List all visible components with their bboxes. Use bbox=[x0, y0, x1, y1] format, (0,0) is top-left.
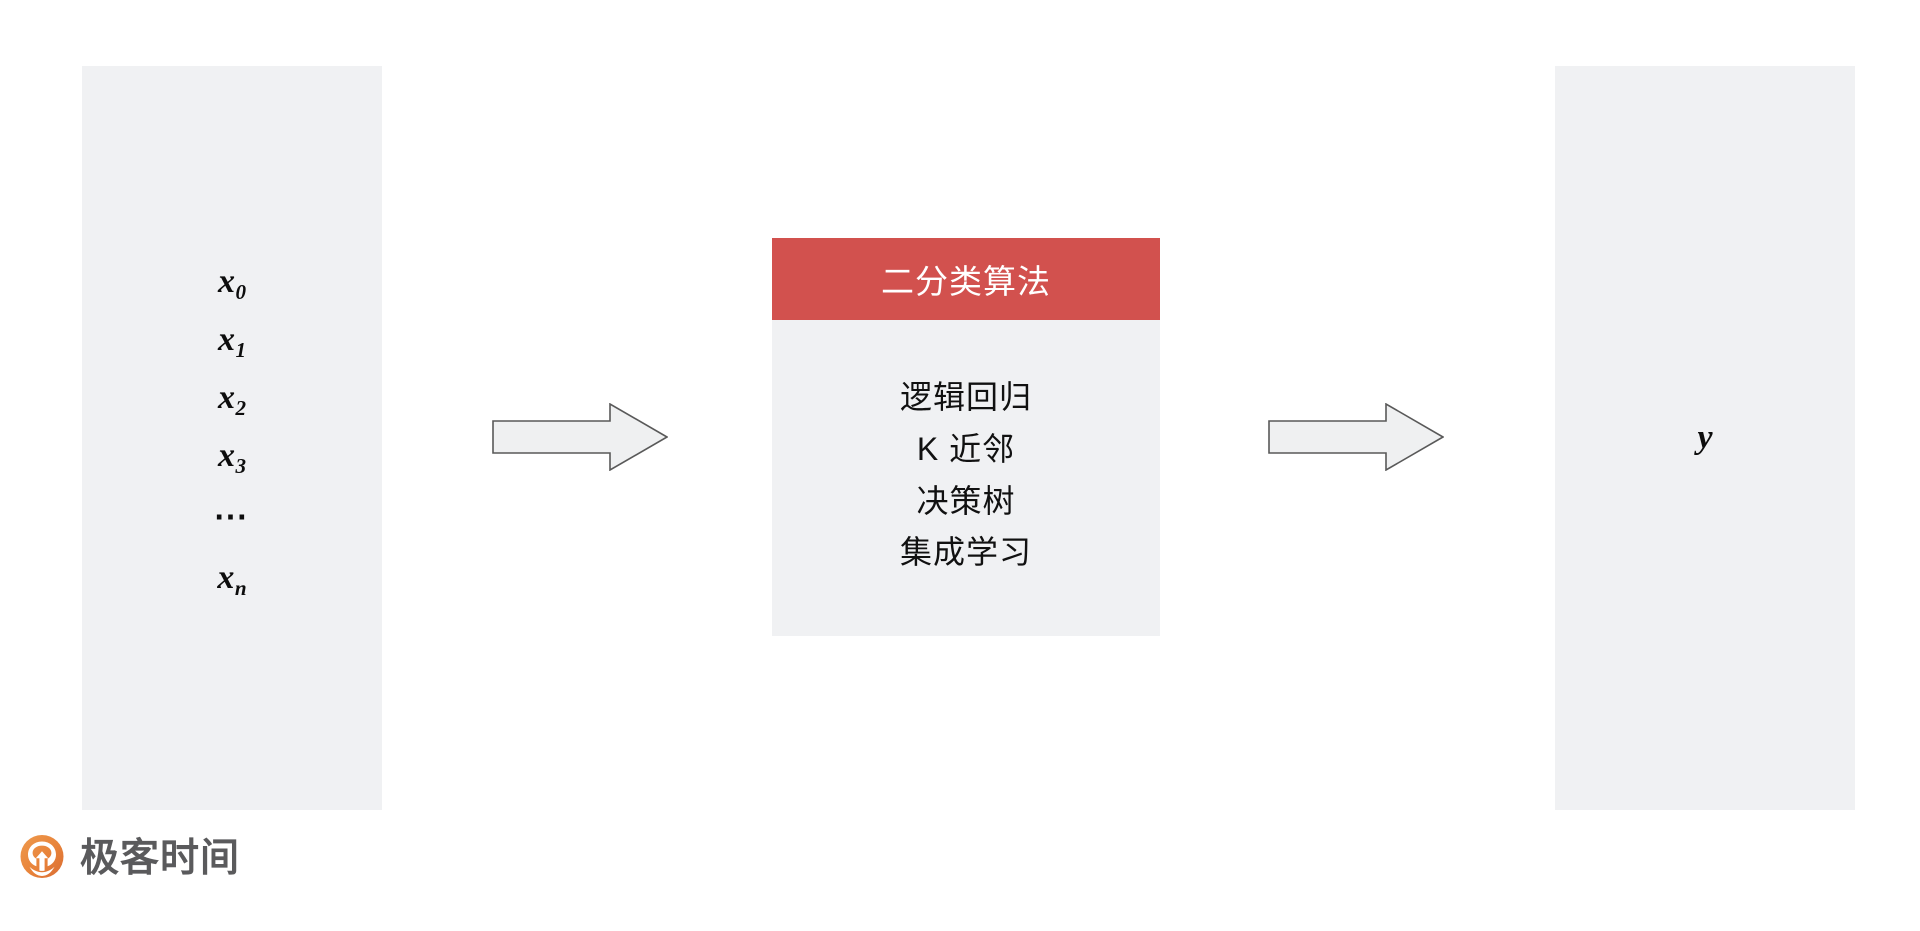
feature-symbol: x bbox=[217, 321, 236, 358]
feature-symbol: x bbox=[217, 437, 236, 474]
algorithm-item-decision-tree[interactable]: 决策树 bbox=[916, 482, 1016, 519]
algorithm-card-header: 二分类算法 bbox=[772, 238, 1160, 320]
algorithm-item-logistic-regression[interactable]: 逻辑回归 bbox=[899, 378, 1032, 415]
output-label-panel: y bbox=[1555, 66, 1855, 810]
algorithm-item-ensemble-learning[interactable]: 集成学习 bbox=[899, 534, 1032, 571]
input-features-panel: x0 x1 x2 x3 ⋯ xn bbox=[82, 66, 382, 810]
algorithm-card: 二分类算法 逻辑回归 K 近邻 决策树 集成学习 bbox=[772, 238, 1160, 636]
right-arrow-icon bbox=[1268, 402, 1445, 476]
brand-logo-text: 极客时间 bbox=[80, 836, 241, 880]
feature-subscript: n bbox=[234, 575, 247, 600]
feature-item-x2: x2 bbox=[217, 379, 246, 419]
feature-item-x3: x3 bbox=[217, 437, 246, 477]
feature-subscript: 1 bbox=[235, 337, 247, 362]
feature-symbol: x bbox=[217, 559, 235, 596]
geektime-logo-icon bbox=[17, 833, 67, 883]
feature-list: x0 x1 x2 x3 ⋯ xn bbox=[213, 263, 251, 599]
feature-symbol: x bbox=[217, 263, 236, 300]
algorithm-list: 逻辑回归 K 近邻 决策树 集成学习 bbox=[772, 320, 1160, 636]
feature-subscript: 3 bbox=[235, 453, 247, 478]
feature-symbol: x bbox=[217, 379, 236, 416]
right-arrow-icon bbox=[492, 402, 669, 476]
feature-item-x1: x1 bbox=[217, 321, 246, 361]
feature-item-xn: xn bbox=[217, 559, 246, 599]
feature-item-x0: x0 bbox=[217, 263, 246, 303]
output-symbol: y bbox=[1697, 419, 1713, 456]
algorithm-item-knn[interactable]: K 近邻 bbox=[916, 430, 1016, 467]
feature-subscript: 0 bbox=[235, 279, 247, 304]
feature-subscript: 2 bbox=[235, 395, 247, 420]
feature-ellipsis: ⋯ bbox=[213, 499, 251, 536]
brand-logo: 极客时间 bbox=[17, 833, 240, 883]
